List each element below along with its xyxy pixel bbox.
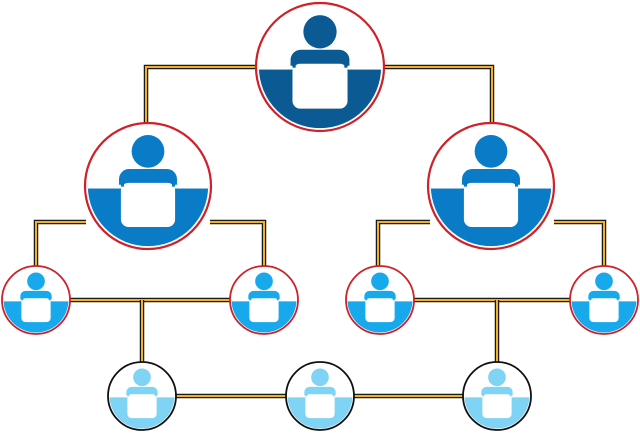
person-at-desk-icon <box>231 272 297 323</box>
connector-mgrleft-staff2 <box>210 219 267 266</box>
node-staff-1 <box>1 265 71 335</box>
person-at-desk-icon <box>430 134 552 227</box>
connector-mgrright-staff4 <box>554 219 607 266</box>
person-at-desk-icon <box>87 134 209 227</box>
node-mgr-right <box>426 121 556 251</box>
node-mgr-left <box>83 121 213 251</box>
node-staff-2 <box>229 265 299 335</box>
person-at-desk-icon <box>258 15 382 109</box>
node-staff-4 <box>569 265 639 335</box>
person-at-desk-icon <box>464 368 530 419</box>
connector-lines <box>33 64 607 399</box>
node-staff-3 <box>345 265 415 335</box>
node-junior-3 <box>462 361 532 431</box>
node-junior-1 <box>107 361 177 431</box>
person-at-desk-icon <box>287 368 353 419</box>
person-at-desk-icon <box>571 272 637 323</box>
connector-mgrright-staff3 <box>375 219 430 266</box>
person-at-desk-icon <box>3 272 69 323</box>
connector-mgrleft-staff1 <box>33 219 86 266</box>
node-top <box>254 1 386 133</box>
connector-top-right <box>384 64 495 123</box>
connector-top-left <box>143 64 256 123</box>
person-at-desk-icon <box>347 272 413 323</box>
person-at-desk-icon <box>109 368 175 419</box>
node-junior-2 <box>285 361 355 431</box>
